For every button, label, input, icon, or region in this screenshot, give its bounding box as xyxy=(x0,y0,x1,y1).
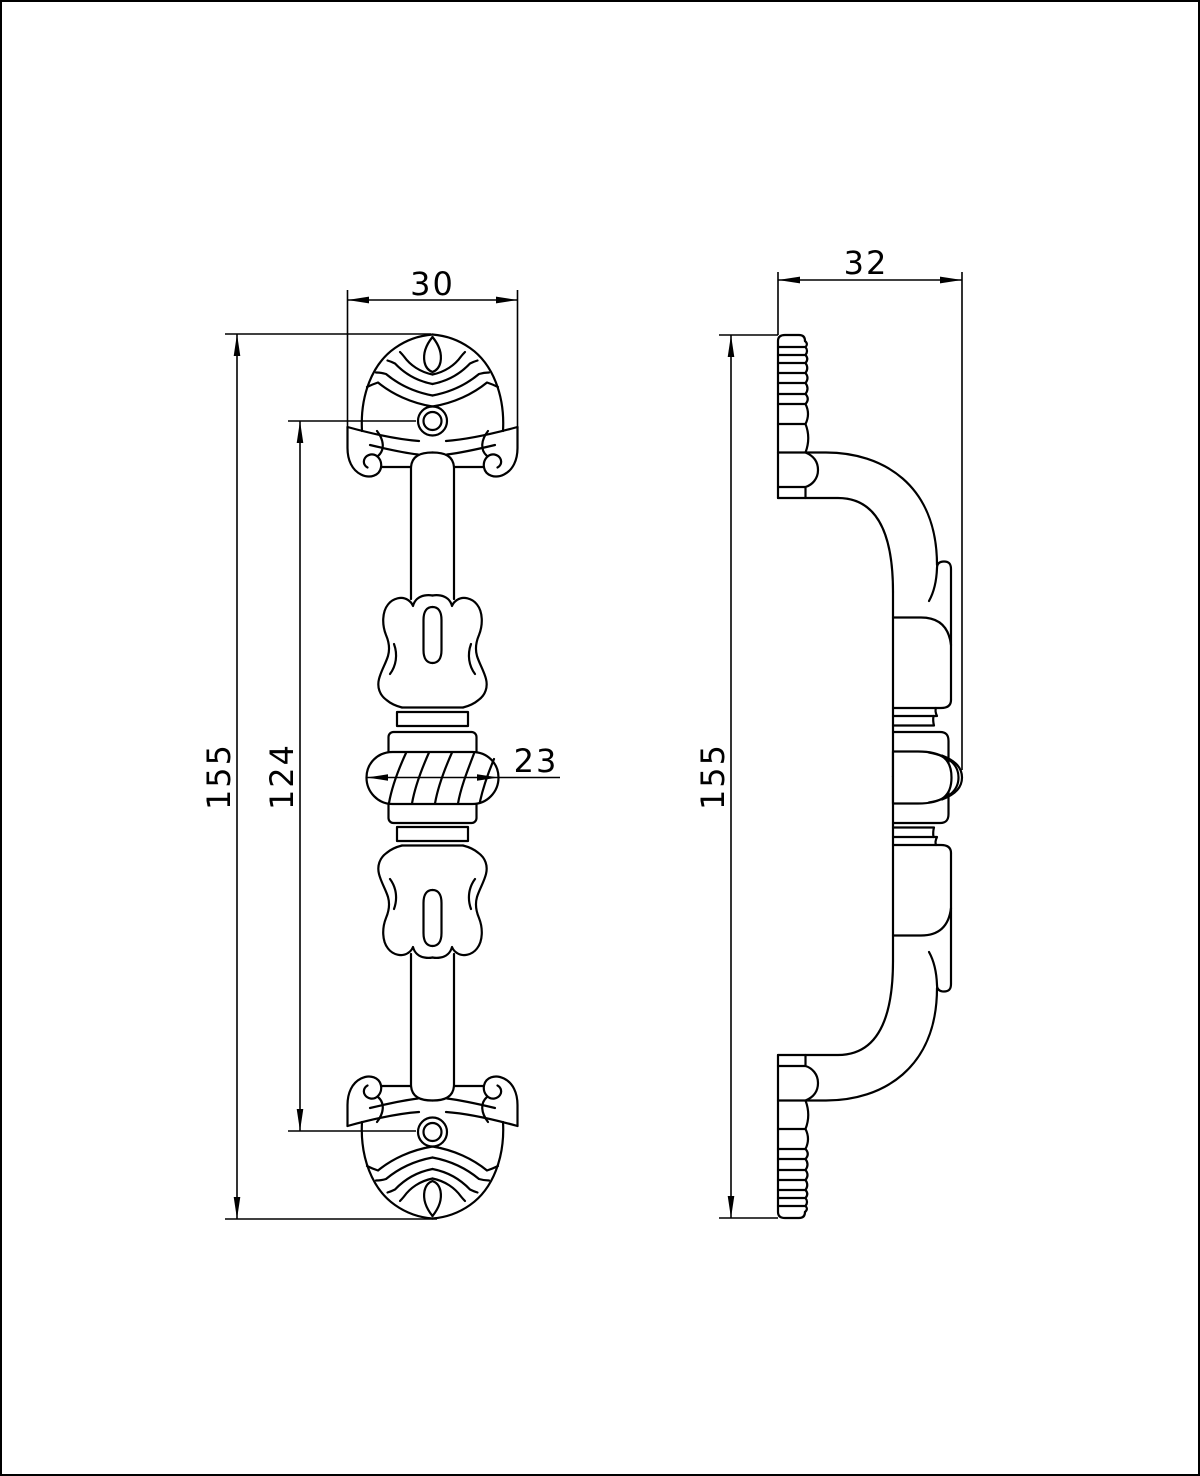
arrowhead xyxy=(233,334,241,356)
fan-dome xyxy=(360,333,434,433)
fan-chevron-2 xyxy=(386,359,434,386)
block-top-fillet xyxy=(891,616,953,647)
fan-chevron-1 xyxy=(398,350,434,376)
arrowhead xyxy=(778,276,800,284)
arm-outer-edge xyxy=(776,451,939,567)
collar-step-2 xyxy=(891,714,936,727)
front-view xyxy=(346,333,519,1219)
palmette-plate-edge-and-scroll xyxy=(346,425,383,478)
dim-label-front-height: 155 xyxy=(200,743,238,810)
fan-chevron-4 xyxy=(365,381,434,408)
dimension-front-width: 30 xyxy=(346,265,519,427)
arrowhead xyxy=(233,1197,241,1219)
arrowhead xyxy=(347,296,369,304)
tulip-side-profile xyxy=(891,560,953,727)
arrowhead xyxy=(940,276,962,284)
screw-hole xyxy=(416,405,449,437)
bar-shoulder-arch xyxy=(409,451,434,469)
knot-bulge xyxy=(891,750,953,805)
dimension-front-height: 155 xyxy=(200,333,437,1220)
plate-right-scallops xyxy=(803,339,820,500)
dim-label-side-height: 155 xyxy=(694,743,732,810)
dim-label-front-width: 30 xyxy=(410,265,455,303)
side-view xyxy=(776,333,964,1220)
front-left-quadrant xyxy=(346,333,434,709)
fan-teardrop-leaf xyxy=(423,335,434,374)
collar-upper xyxy=(395,706,470,728)
tulip-inner-curve xyxy=(388,642,398,676)
tulip-stem-slot xyxy=(422,605,434,665)
arrowhead xyxy=(727,1196,735,1218)
handle-arm xyxy=(776,451,939,778)
scroll-inner-curve xyxy=(375,429,384,458)
tab-profile xyxy=(935,560,953,702)
fan-chevron-3 xyxy=(374,371,434,397)
arrowhead xyxy=(366,774,388,781)
knot-crescent-2 xyxy=(940,754,964,801)
arm-inner-edge xyxy=(776,496,895,594)
front-view-upper-half xyxy=(346,333,519,728)
tulip-ornament-outline xyxy=(377,594,434,709)
palmette-band-lower xyxy=(368,443,420,456)
dim-label-knot-width: 23 xyxy=(514,742,559,780)
dim-label-hole-spacing: 124 xyxy=(263,743,301,810)
screw-hole-inner xyxy=(422,410,443,432)
tab-wedge-line xyxy=(927,566,939,603)
dimension-knot-width: 23 xyxy=(366,742,560,781)
block-bottom-and-collar xyxy=(891,698,953,710)
dimension-side-depth: 32 xyxy=(777,244,963,770)
dimensions: 30 155 124 23 xyxy=(200,244,963,1220)
dim-label-side-depth: 32 xyxy=(844,244,889,282)
arrowhead xyxy=(496,296,518,304)
arrowhead xyxy=(477,774,499,781)
dimension-side-height: 155 xyxy=(694,334,778,1219)
plate-left-edge xyxy=(776,333,807,500)
collar-step-1 xyxy=(891,706,939,718)
arrowhead xyxy=(296,421,304,443)
plate-bead-lines xyxy=(776,345,807,489)
arrowhead xyxy=(727,335,735,357)
dimension-hole-spacing: 124 xyxy=(263,420,416,1132)
arrowhead xyxy=(296,1109,304,1131)
rope-knot-side-profile xyxy=(891,730,964,825)
collar-ring xyxy=(395,710,470,728)
palmette-band-upper xyxy=(346,425,421,443)
side-view-upper-half xyxy=(776,333,953,778)
mounting-plate-profile xyxy=(776,333,820,500)
